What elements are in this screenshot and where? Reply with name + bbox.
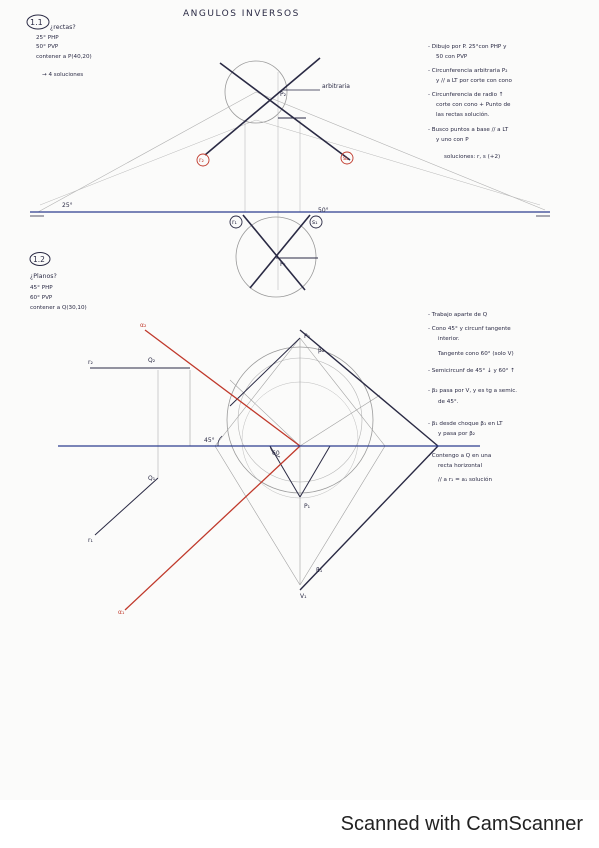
ex2-note-5: - Semicircunf de 45° ↓ y 60° ↑ (428, 367, 515, 374)
ex1-note-9: y uno con P (436, 137, 469, 143)
exercise-1-given-2: 50° PVP (36, 44, 59, 50)
ex1-note-1: - Dibujo por P. 25°con PHP y (428, 44, 507, 50)
ex1-line-s1 (242, 214, 306, 291)
ex2-label-alpha2: α₂ (140, 322, 147, 329)
exercise-2-given-2: 60° PVP (30, 295, 53, 301)
ex2-label-60: 60 (272, 450, 280, 457)
ex2-cone-upper-right (299, 337, 386, 447)
exercise-2-number: 1.2 (33, 255, 45, 264)
ex2-label-p1: P₁ (304, 503, 311, 510)
ex2-note-8: - β₁ desde choque β₁ en LT (428, 421, 503, 427)
scanner-footer: Scanned with CamScanner (0, 800, 599, 848)
exercise-1-notes: - Dibujo por P. 25°con PHP y 50 con PVP … (428, 44, 513, 160)
ex2-label-v1: V₁ (300, 593, 307, 600)
ex2-line-r1 (94, 477, 159, 536)
ex2-note-7: de 45°. (438, 399, 459, 405)
ex1-cone-line-right (255, 91, 546, 211)
ex2-plane-alpha1 (124, 445, 301, 611)
ex2-angle-arc-45 (217, 435, 223, 447)
exercise-2-given-3: contener a Q(30,10) (30, 305, 87, 311)
ex2-label-r2: r₂ (88, 359, 93, 366)
exercise-2-number-circle (29, 252, 51, 266)
ex2-plane-beta2 (299, 329, 439, 447)
ex1-label-p1: P₁ (280, 261, 287, 268)
ex1-s1-circle (309, 215, 323, 229)
ex1-cone-line-left (37, 91, 257, 213)
ex1-r2-circle (196, 153, 210, 167)
ex1-note-6: corte con cono + Punto de (436, 102, 511, 108)
ex2-aux-diagonal (229, 379, 301, 447)
ex1-label-r1: r₁ (232, 219, 237, 226)
ex2-cone-lower-right (299, 445, 386, 586)
ex1-note-7: las rectas solución. (436, 111, 490, 118)
exercise-1-result: → 4 soluciones (42, 72, 83, 78)
ex2-note-12: // a r₁ = a₁ solución (438, 476, 492, 483)
exercise-2-header: 1.2 ¿Planos? 45° PHP 60° PVP contener a … (29, 252, 87, 311)
ex2-note-10: - Contengo a Q en una (428, 453, 491, 459)
page-title: ANGULOS INVERSOS (183, 9, 300, 19)
ex2-plane-beta1 (299, 445, 439, 591)
ex1-upper-circle (224, 60, 288, 124)
exercise-1-question: ¿rectas? (50, 24, 76, 31)
ex2-label-r1: r₁ (88, 537, 93, 544)
ex2-label-p2: P₂ (304, 333, 311, 340)
ex2-cone-lower-left (214, 445, 301, 586)
ex2-plane-alpha2 (144, 329, 301, 447)
ex1-note-4: y // a LT por corte con cono (436, 78, 513, 84)
exercise-2-notes: - Trabajo aparte de Q - Cono 45° y circu… (428, 312, 517, 483)
ex1-label-arbitraria: arbitraria (322, 83, 350, 90)
exercise-2-drawing: α₂ α₁ Q₂ Q₁ r₂ r₁ P₂ P₁ β₂ β₁ V₁ 45° 60 (58, 322, 480, 616)
ex1-lower-circle (235, 216, 317, 298)
exercise-1-number: 1.1 (30, 18, 43, 27)
ex1-label-r2: r₂ (199, 157, 204, 164)
ex1-note-3: - Circunferencia arbitraria P₂ (428, 68, 507, 74)
ex1-label-25: 25° (62, 202, 73, 209)
ex2-label-45: 45° (204, 437, 215, 444)
ex1-label-s1: s₁ (312, 219, 318, 226)
ex1-s2-circle (340, 151, 354, 165)
ex2-note-11: recta horizontal (438, 463, 482, 469)
ex2-note-9: y pasa por β₂ (438, 431, 475, 437)
ex1-label-s2: s₂ (343, 155, 349, 162)
ex1-line-r1 (249, 214, 311, 289)
ex2-note-6: - β₂ pasa por V, y es tg a semic. (428, 388, 517, 394)
exercise-1-drawing: P₂ arbitraria 25° 50° P₁ r₂ s₂ r₁ s₁ (30, 57, 550, 298)
ex2-note-3: interior. (438, 336, 460, 342)
ex2-aux-diagonal-2 (299, 394, 381, 447)
ex1-r1-circle (229, 215, 243, 229)
exercise-2-question: ¿Planos? (30, 273, 57, 280)
ex1-aux-line-1 (39, 119, 257, 206)
scanner-watermark-text: Scanned with CamScanner (340, 813, 583, 835)
ex2-label-alpha1: α₁ (118, 609, 125, 616)
scanned-sheet: ANGULOS INVERSOS 1.1 ¿rectas? 25° PHP 50… (26, 9, 550, 616)
ex1-line-s2 (219, 62, 351, 161)
ex1-note-2: 50 con PVP (436, 54, 468, 60)
ex2-triangle-right (299, 445, 331, 498)
ex1-label-50: 50° (318, 207, 329, 214)
ex1-note-5: - Circunferencia de radio ↑ (428, 91, 504, 98)
exercise-1-given-3: contener a P(40,20) (36, 54, 92, 60)
exercise-1-number-circle (26, 14, 50, 30)
ex2-note-4: Tangente cono 60° (solo V) (437, 351, 514, 357)
exercise-1-header: 1.1 ¿rectas? 25° PHP 50° PVP contener a … (26, 14, 92, 78)
exercise-1-given-1: 25° PHP (36, 35, 59, 41)
drawing-canvas: ANGULOS INVERSOS 1.1 ¿rectas? 25° PHP 50… (26, 9, 550, 616)
ex2-label-q2: Q₂ (148, 357, 156, 364)
ex1-label-p2: P₂ (280, 91, 287, 98)
ex1-note-8: - Busco puntos a base // a LT (428, 127, 509, 133)
ex2-cone-upper-left (214, 337, 301, 447)
ex2-label-beta2: β₂ (318, 347, 325, 354)
exercise-2-given-1: 45° PHP (30, 285, 53, 291)
ex2-angle-arc-60 (269, 445, 281, 458)
ex1-aux-line-2 (255, 119, 541, 206)
ex2-note-2: - Cono 45° y circunf tangente (428, 326, 511, 332)
ex1-line-r2 (204, 57, 321, 156)
ex1-note-10: soluciones: r, s (+2) (444, 154, 500, 160)
ex2-label-beta1: β₁ (316, 567, 323, 574)
ex2-plane-edge (229, 337, 301, 407)
ex2-label-q1: Q₁ (148, 475, 156, 482)
ex2-note-1: - Trabajo aparte de Q (428, 312, 488, 318)
